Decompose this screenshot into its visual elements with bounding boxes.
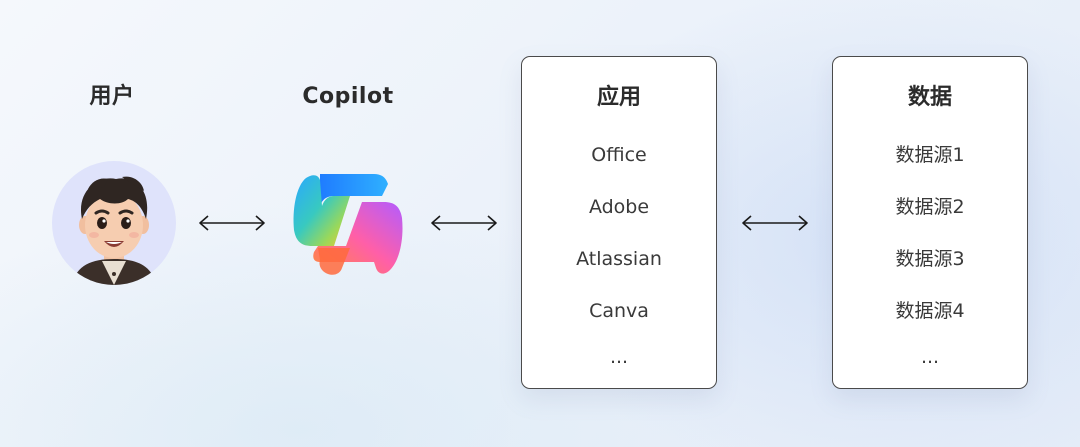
data-card-item: 数据源2 bbox=[895, 196, 965, 218]
apps-card-item: Atlassian bbox=[576, 248, 662, 270]
data-card-item: 数据源4 bbox=[895, 300, 965, 322]
apps-card-title: 应用 bbox=[596, 85, 641, 110]
apps-card-ellipsis: ... bbox=[609, 346, 629, 368]
apps-card-item: Canva bbox=[589, 300, 649, 322]
data-card-item: 数据源1 bbox=[895, 144, 965, 166]
user-title: 用户 bbox=[89, 84, 135, 109]
apps-card-item: Office bbox=[591, 144, 647, 166]
copilot-logo-icon bbox=[290, 170, 406, 278]
apps-card: 应用 Office Adobe Atlassian Canva ... bbox=[521, 56, 717, 389]
user-copilot-arrow-icon bbox=[199, 215, 265, 231]
copilot-title: Copilot bbox=[302, 84, 394, 109]
data-card-item: 数据源3 bbox=[895, 248, 965, 270]
user-avatar-icon bbox=[52, 161, 176, 285]
apps-data-arrow-icon bbox=[742, 215, 808, 231]
data-card: 数据 数据源1 数据源2 数据源3 数据源4 ... bbox=[832, 56, 1028, 389]
data-card-title: 数据 bbox=[907, 85, 952, 110]
apps-card-item: Adobe bbox=[588, 196, 650, 218]
copilot-apps-arrow-icon bbox=[431, 215, 497, 231]
data-card-ellipsis: ... bbox=[920, 346, 940, 368]
